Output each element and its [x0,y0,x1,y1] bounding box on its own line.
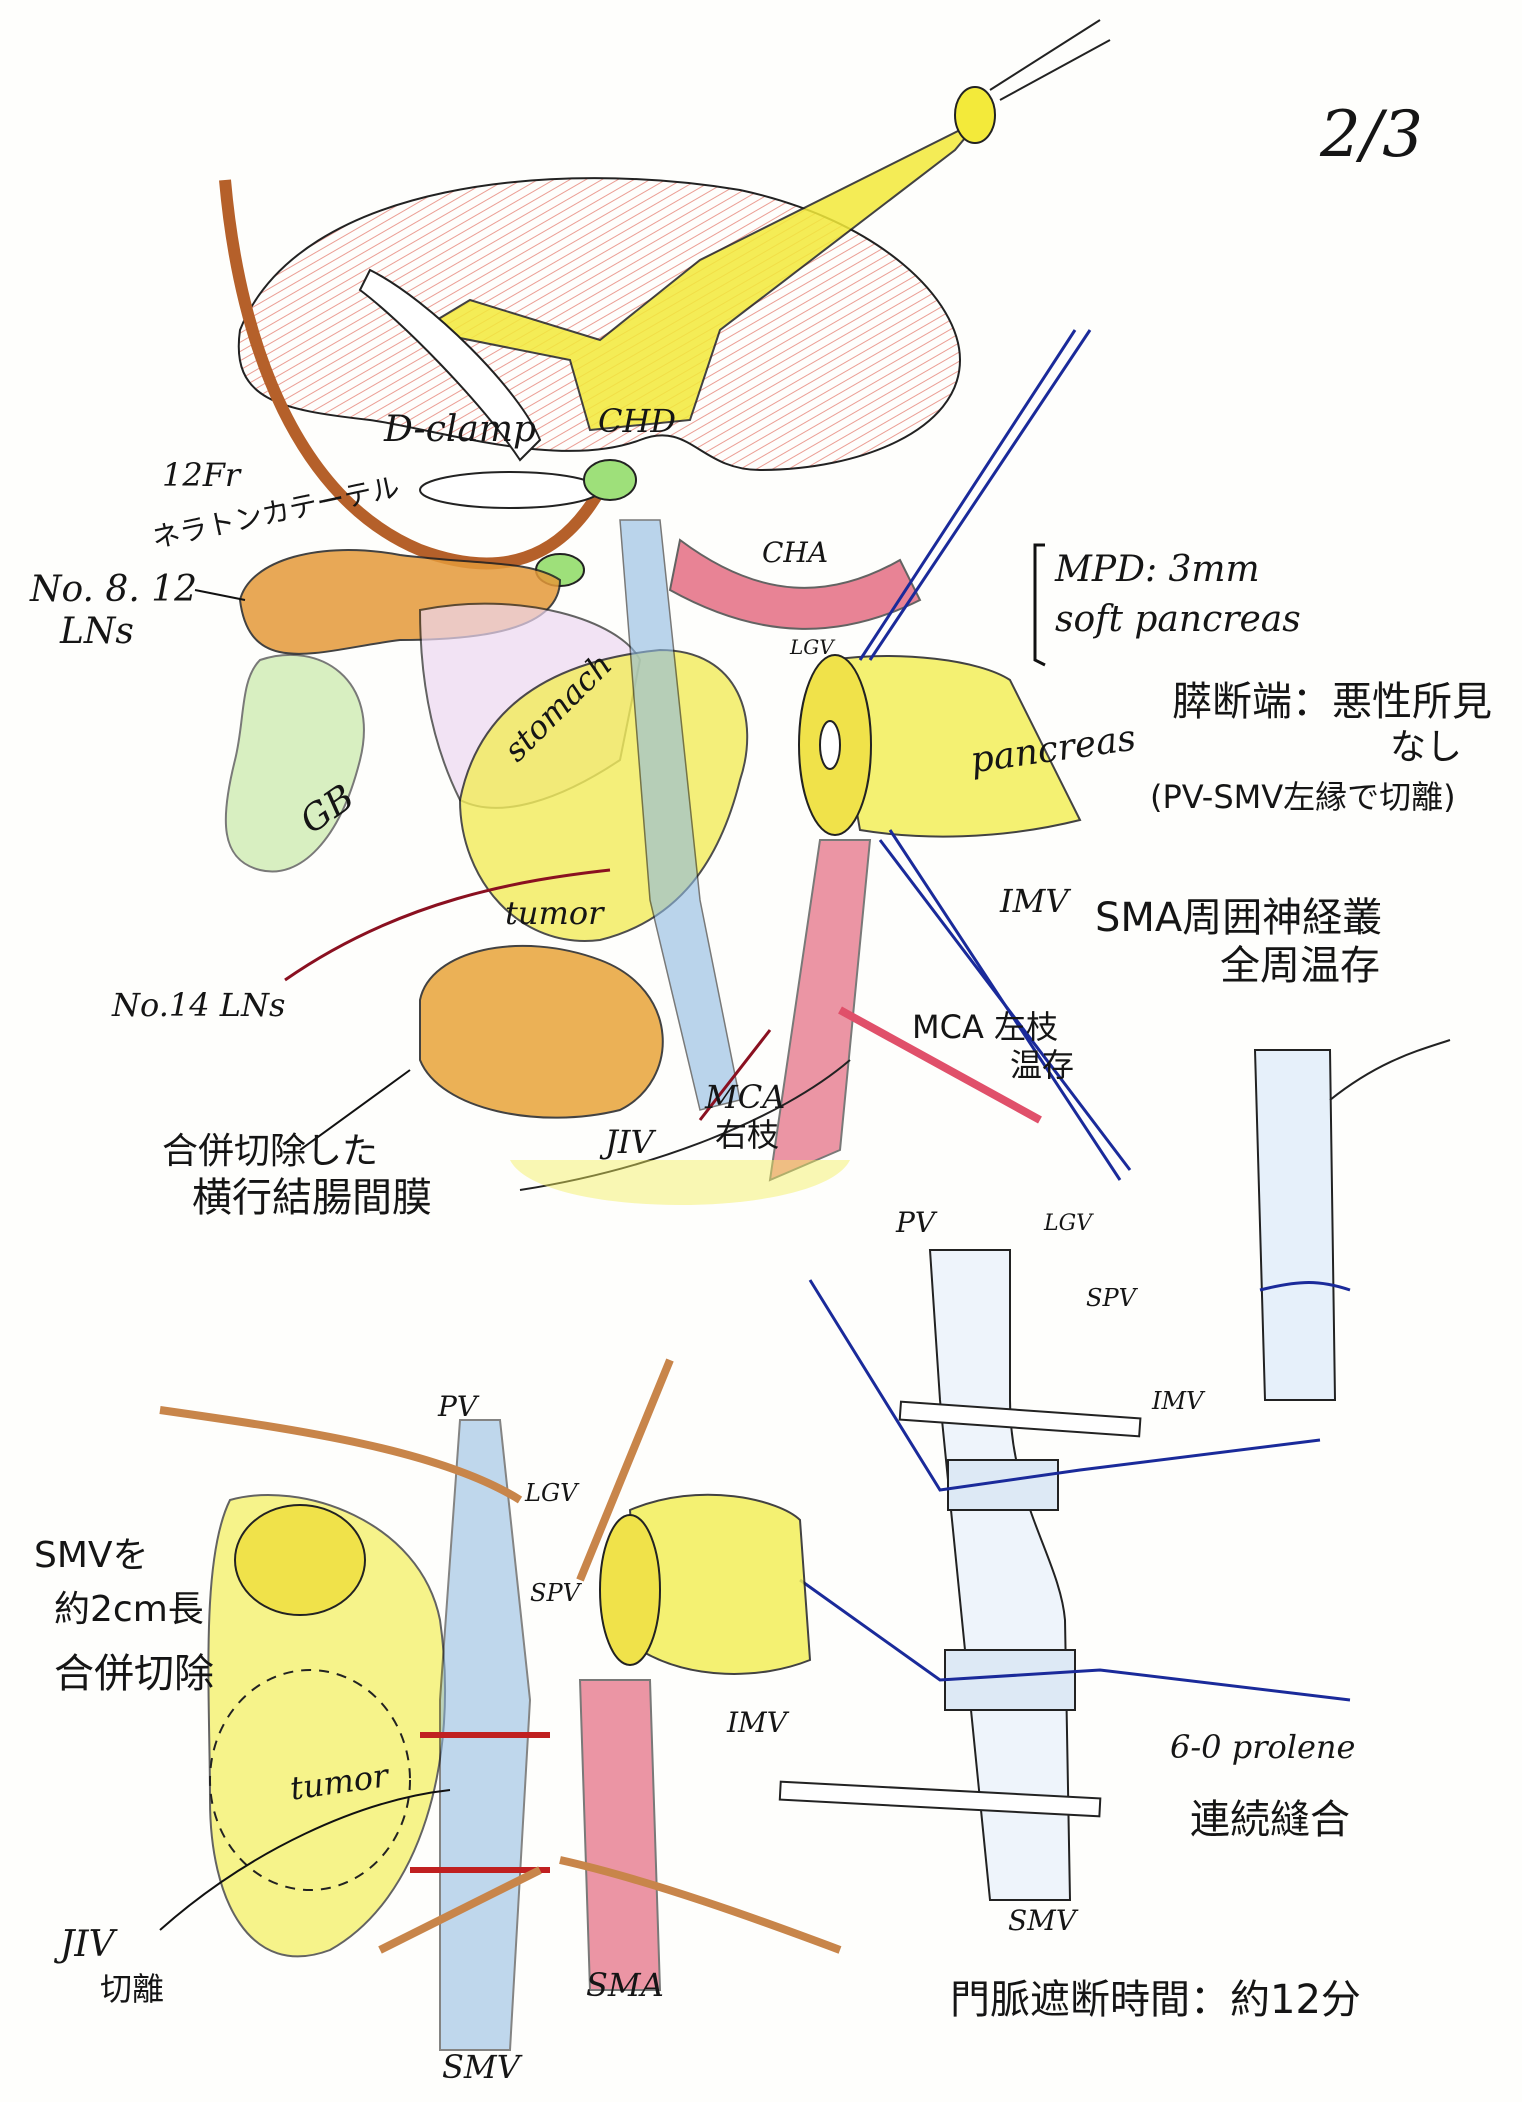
label-cha: CHA [762,536,829,569]
note-soft-pancreas: soft pancreas [1055,599,1301,640]
note-sma-preserved: 全周温存 [1220,943,1380,989]
label-imv: IMV [1000,882,1069,920]
page-number: 2/3 [1320,98,1423,172]
pancreas-stump-bottom [628,1493,812,1675]
label-ln-8-12: No. 8. 12 [30,569,198,610]
pancreas-body [828,655,1082,838]
bl-label-resection-length: 約2cm長 [54,1589,204,1630]
label-mesocolon: 横行結腸間膜 [192,1175,432,1221]
br-label-pv: PV [896,1206,936,1239]
label-ln-8-12-lns: LNs [60,611,134,652]
vascular-clamp-upper [898,1400,1142,1438]
label-d-clamp: D-clamp [384,409,537,450]
bl-label-pv: PV [438,1390,478,1423]
label-mca-left: MCA 左枝 [912,1008,1059,1046]
bl-label-smv-resection: SMVを [34,1535,149,1576]
bl-label-imv: IMV [727,1706,787,1739]
superior-mesenteric-artery [768,839,872,1182]
tumor [419,944,664,1119]
label-lgv: LGV [790,635,834,659]
br-label-clamp-time: 門脈遮断時間：約12分 [950,1977,1361,2023]
label-jiv: JIV [605,1123,654,1161]
label-chd: CHD [598,402,677,440]
bl-label-spv: SPV [530,1579,580,1607]
br-label-imv: IMV [1152,1387,1204,1415]
sma-bottom-left [578,1679,662,1991]
tape-1 [159,1406,523,1504]
vascular-clamp-lower [778,1780,1102,1818]
br-label-smv: SMV [1008,1904,1077,1937]
label-ln-14: No.14 LNs [112,986,286,1024]
portal-vein [619,519,741,1111]
middle-colic-artery-left [838,1006,1042,1124]
br-label-lgv: LGV [1044,1211,1093,1236]
tape-3 [559,1856,842,1954]
mesocolon-edge [519,1059,851,1191]
br-label-continuous-suture: 連続縫合 [1190,1797,1350,1843]
repaired-vein [1253,1049,1337,1401]
br-label-suture: 6-0 prolene [1170,1728,1356,1766]
bl-label-smv: SMV [442,2048,520,2086]
bile-duct-tube-end [954,86,996,144]
note-mpd: MPD: 3mm [1055,549,1260,590]
tape-2 [576,1358,674,1582]
bile-duct [417,119,981,432]
label-mesocolon-resected: 合併切除した [162,1131,379,1172]
br-label-spv: SPV [1086,1284,1136,1312]
label-mca-right-branch: 右枝 [715,1116,780,1154]
note-margin-location: (PV-SMV左縁で切離) [1150,778,1456,816]
notes-bracket [1033,543,1046,667]
bl-label-jiv: JIV [60,1924,115,1965]
resected-specimen [207,1494,446,1958]
bl-label-lgv: LGV [525,1479,578,1507]
label-mca-left-preserved: 温存 [1010,1046,1075,1084]
gallbladder [224,654,365,873]
bl-label-combined-resection: 合併切除 [54,1651,214,1697]
note-margin-none: なし [1390,727,1463,768]
bl-label-sma: SMA [586,1966,664,2004]
label-tumor: tumor [505,894,604,932]
catheter [219,179,606,570]
d-clamp [358,268,542,462]
common-hepatic-artery [668,538,922,630]
note-sma-plexus: SMA周囲神経叢 [1095,895,1383,941]
ln14-arrow [284,868,611,982]
bl-label-jiv-divided: 切離 [100,1970,165,2008]
note-margin: 膵断端：悪性所見 [1172,679,1492,725]
label-mca-right: MCA [705,1078,786,1116]
label-catheter-size: 12Fr [162,456,241,494]
